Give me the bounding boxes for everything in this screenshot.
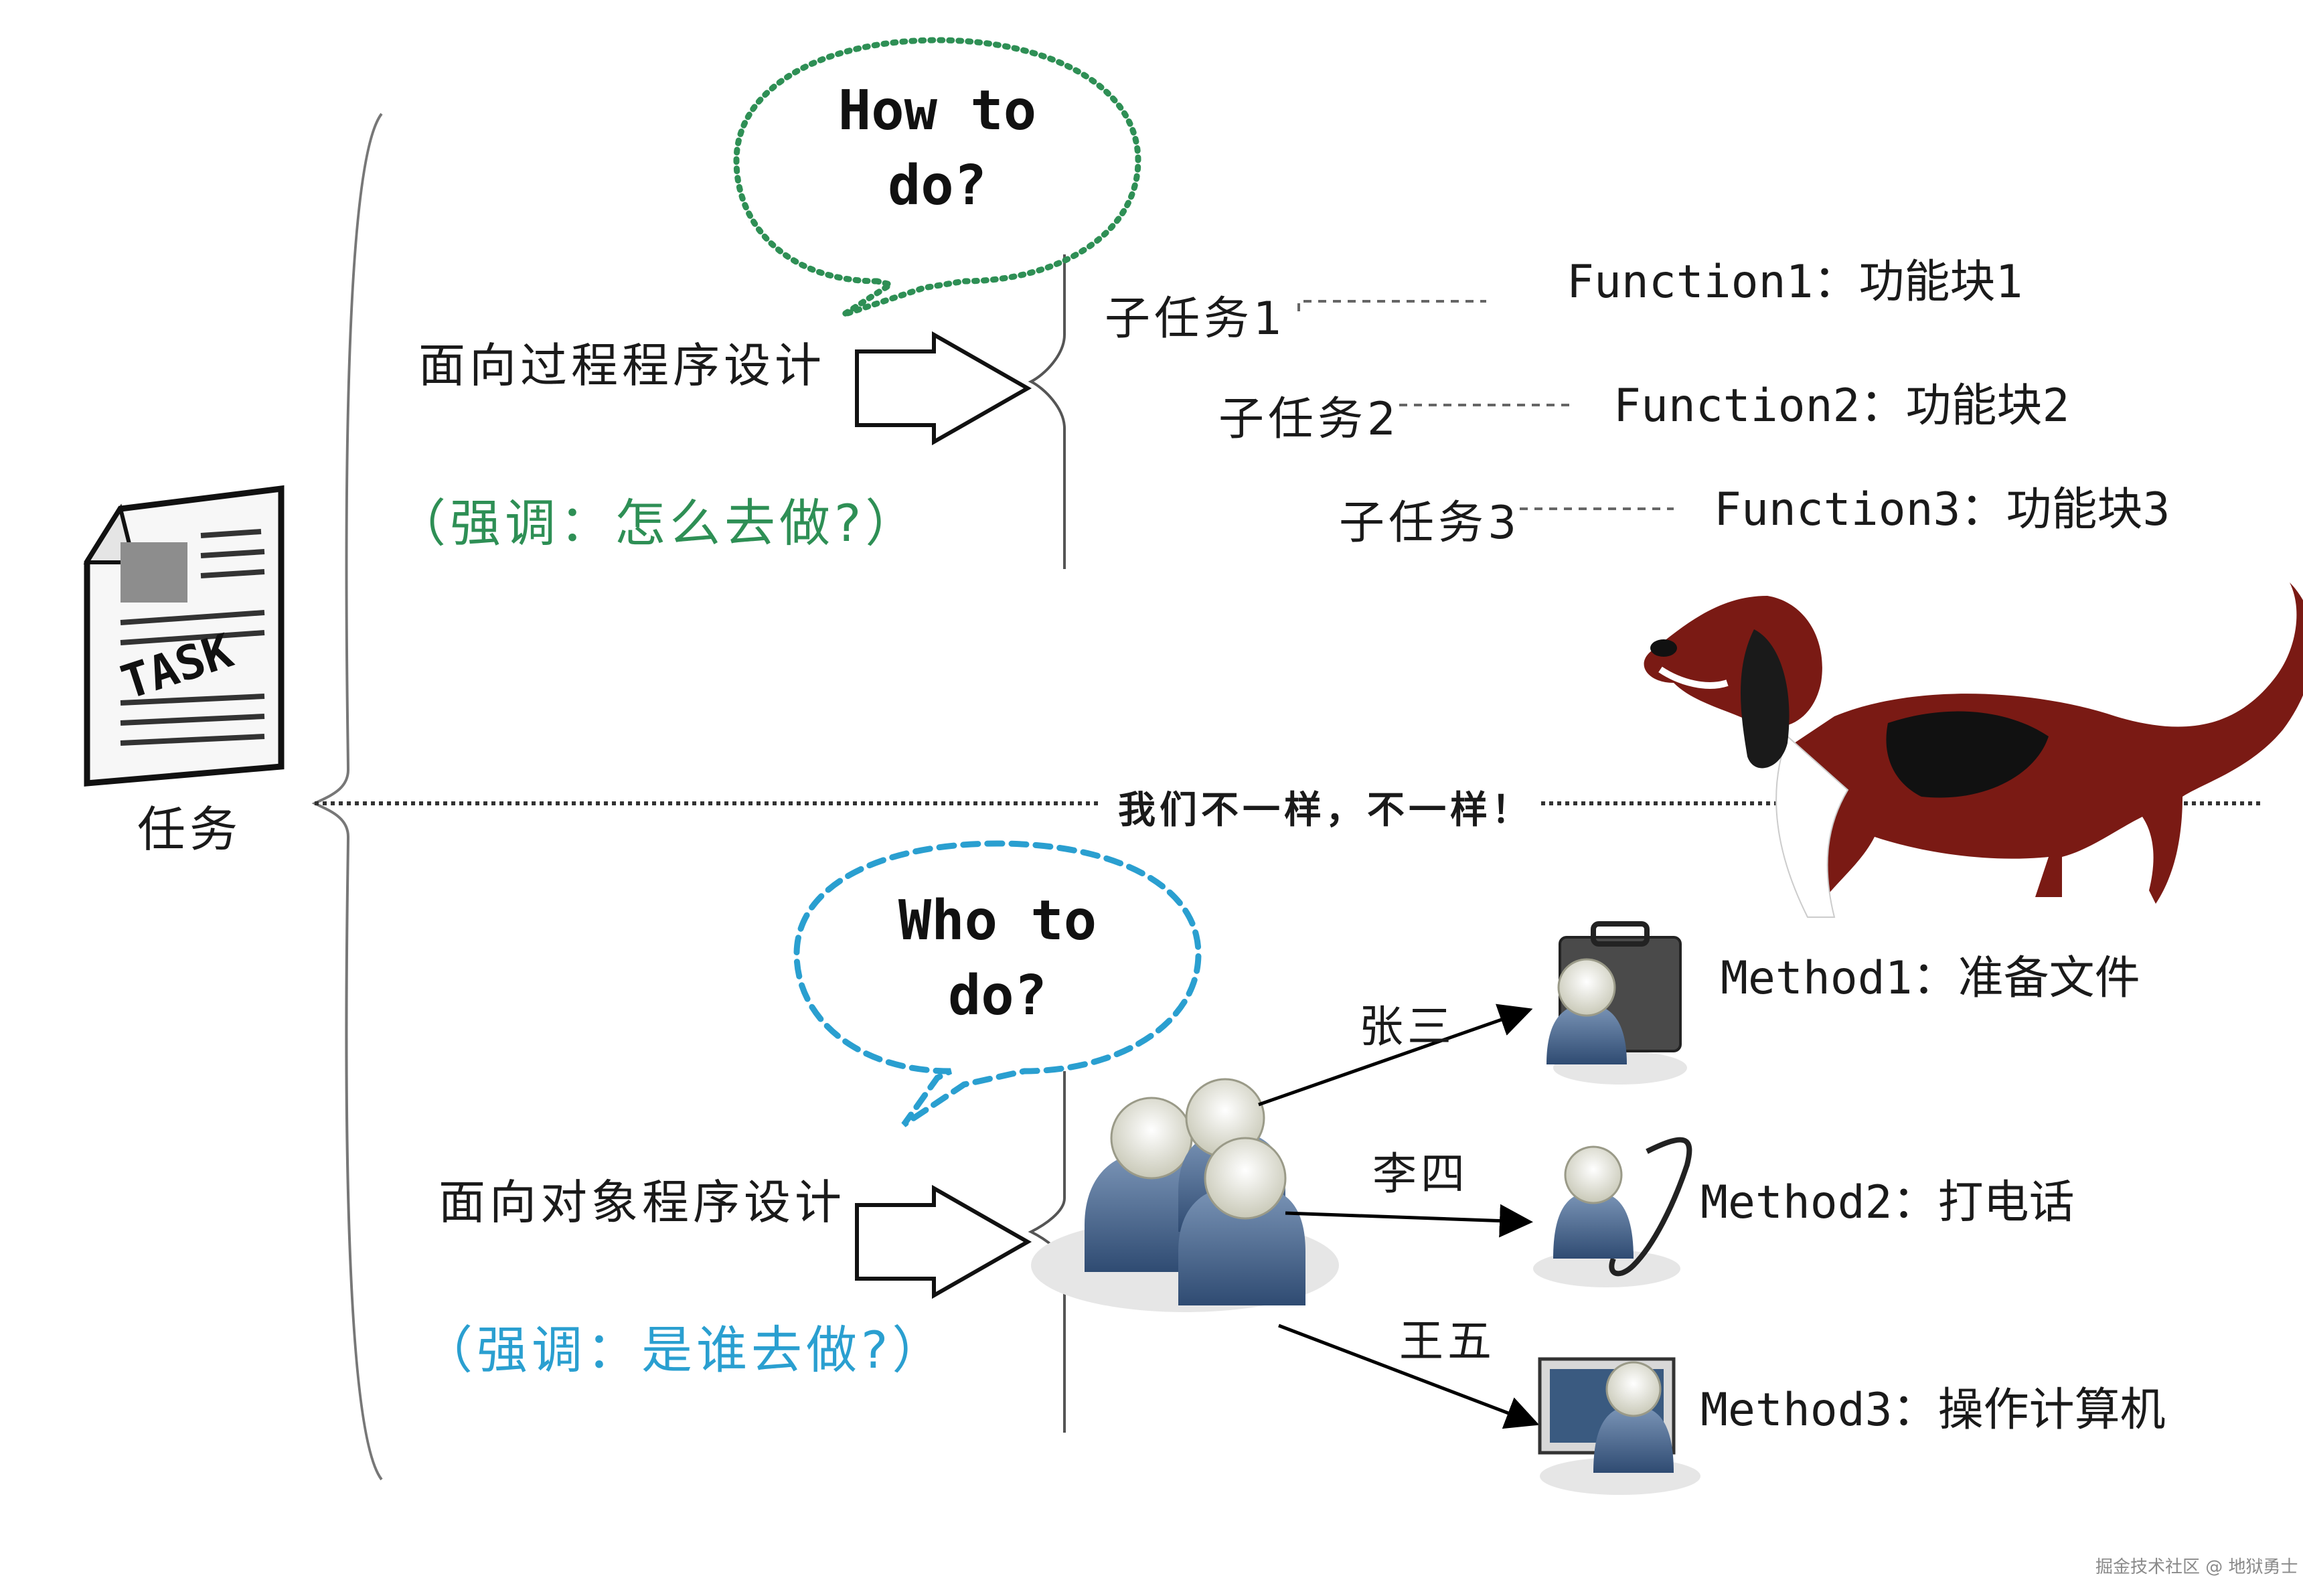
bottom-speech-bubble	[793, 840, 1202, 1127]
top-emphasis: （强调：怎么去做?）	[395, 493, 921, 553]
people-group-icon	[1031, 1078, 1339, 1312]
arrow-to-actor-1	[1258, 1004, 1533, 1107]
method-2: Method2：打电话	[1700, 1176, 2075, 1229]
actor-name-2: 李四	[1372, 1148, 1469, 1200]
task-document-icon	[83, 485, 285, 787]
divider-text: 我们不一样，不一样！	[1111, 780, 1540, 834]
method-3: Method3：操作计算机	[1700, 1384, 2166, 1437]
task-label: 任务	[137, 801, 242, 858]
subtask-3: 子任务3	[1339, 497, 1521, 550]
top-bubble-line1: How to	[838, 79, 1037, 143]
connector-1	[1297, 300, 1486, 311]
computer-person-icon	[1538, 1357, 1700, 1495]
watermark: 掘金技术社区 @ 地狱勇士	[2095, 1557, 2298, 1577]
top-bubble-text: How to do?	[770, 74, 1105, 224]
subtask-1: 子任务1	[1105, 293, 1287, 345]
briefcase-person-icon	[1546, 921, 1687, 1085]
bottom-bubble-line1: Who to	[898, 889, 1097, 953]
method-1: Method1：准备文件	[1721, 952, 2140, 1005]
bottom-emphasis: （强调：是谁去做?）	[422, 1320, 947, 1380]
bottom-bubble-line2: do?	[947, 964, 1048, 1028]
phone-person-icon	[1533, 1137, 1692, 1287]
arrow-to-actor-3	[1278, 1324, 1540, 1429]
outer-brace	[311, 112, 383, 1481]
bottom-bubble-text: Who to do?	[830, 884, 1165, 1034]
function-3: Function3：功能块3	[1714, 483, 2170, 536]
basset-hound-image	[1644, 582, 2303, 918]
bottom-title: 面向对象程序设计	[439, 1175, 846, 1230]
top-speech-bubble	[733, 37, 1141, 318]
actor-name-3: 王五	[1399, 1315, 1496, 1367]
top-title: 面向过程程序设计	[418, 338, 825, 393]
bottom-hollow-arrow	[855, 1184, 1032, 1299]
top-hollow-arrow	[855, 331, 1032, 446]
function-1: Function1：功能块1	[1567, 256, 2023, 309]
top-bracket	[1028, 254, 1066, 569]
subtask-2: 子任务2	[1218, 393, 1401, 446]
top-bubble-line2: do?	[887, 154, 987, 218]
actor-name-1: 张三	[1359, 1001, 1455, 1052]
arrow-to-actor-2	[1285, 1204, 1533, 1238]
function-2: Function2：功能块2	[1613, 380, 2070, 432]
